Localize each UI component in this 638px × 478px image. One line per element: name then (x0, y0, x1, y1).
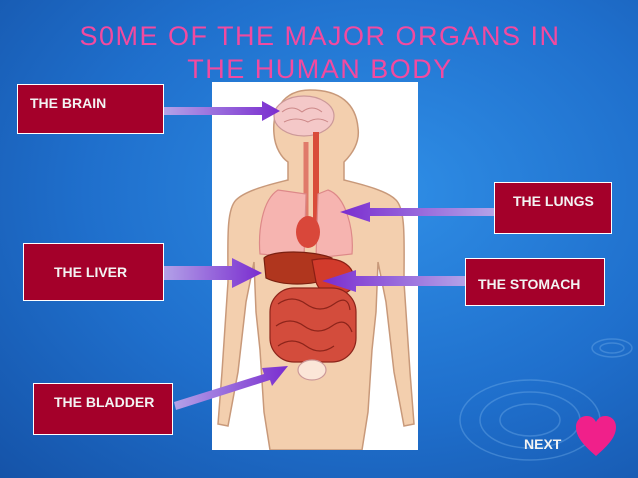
label-lungs: THE LUNGS (494, 182, 612, 234)
lungs-arrow (340, 202, 494, 222)
label-lungs-text: THE LUNGS (513, 193, 594, 209)
body-figure-panel (212, 82, 418, 451)
label-bladder: THE BLADDER (33, 383, 173, 435)
label-liver-text: THE LIVER (54, 264, 128, 280)
bladder-arrow (174, 366, 288, 410)
next-heart-icon[interactable] (574, 414, 618, 458)
label-liver: THE LIVER (23, 243, 164, 301)
label-brain-text: THE BRAIN (30, 95, 107, 111)
brain-folds (281, 107, 329, 123)
label-bladder-text: THE BLADDER (54, 394, 155, 410)
next-label[interactable]: NEXT (524, 436, 562, 452)
liver-arrow (163, 258, 262, 288)
brain-organ (273, 95, 335, 137)
intestine-coils (275, 298, 353, 352)
bladder-organ (297, 359, 327, 381)
title-line-1: S0ME OF THE MAJOR ORGANS IN (79, 21, 561, 51)
brain-arrow (164, 101, 280, 121)
label-stomach: THE STOMACH (465, 258, 605, 306)
title-line-2: THE HUMAN BODY (187, 54, 453, 84)
stomach-arrow (322, 270, 466, 292)
label-brain: THE BRAIN (17, 84, 164, 134)
human-body-illustration (217, 89, 415, 451)
slide-title: S0ME OF THE MAJOR ORGANS IN THE HUMAN BO… (20, 20, 620, 86)
label-stomach-text: THE STOMACH (478, 276, 581, 292)
heart-organ (296, 216, 320, 248)
